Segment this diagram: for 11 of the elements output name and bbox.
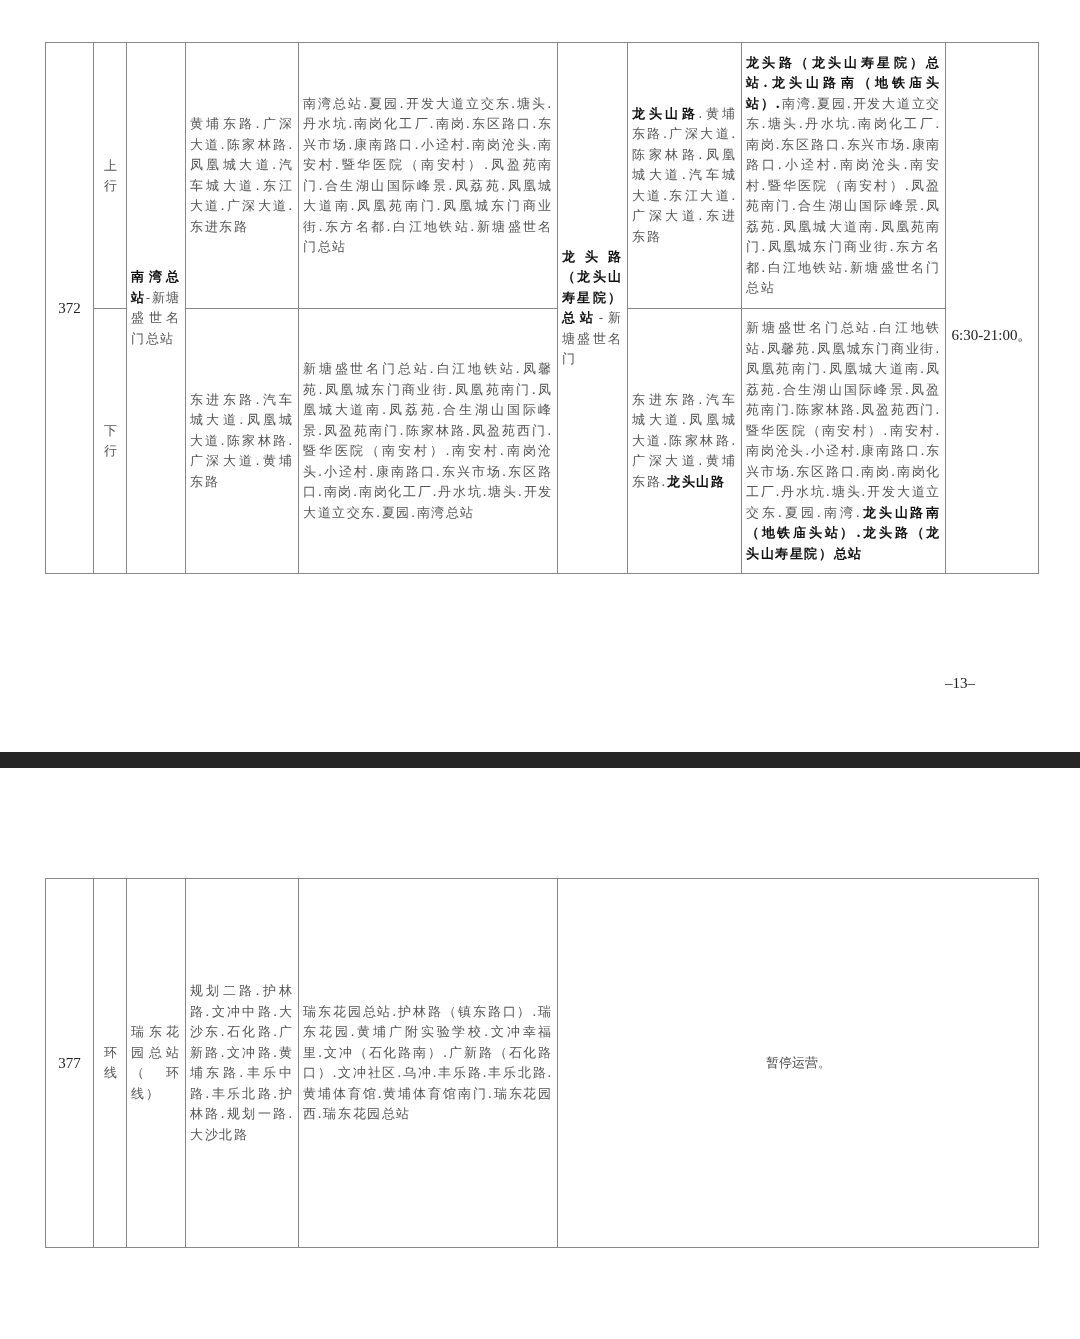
stop-list: 瑞东花园总站.护林路（镇东路口）.瑞东花园.黄埔广附实验学校.文冲幸福里.文冲（石化路南）.广新路（石化路口）.文冲社区.乌冲.丰乐路.丰乐北路.黄埔体育馆.黄埔体育馆南门.瑞东花园西.瑞东花园总站 bbox=[298, 878, 558, 1248]
route-number: 372 bbox=[45, 42, 94, 574]
service-status: 暂停运营。 bbox=[557, 878, 1039, 1248]
service-hours: 6:30-21:00。 bbox=[945, 42, 1039, 574]
road-list: 规划二路.护林路.文冲中路.大沙东.石化路.广新路.文冲路.黄埔东路.丰乐中路.丰乐北路.护林路.规划一路.大沙北路 bbox=[185, 878, 299, 1248]
terminal-stations: 南湾总站-新塘盛世名门总站 bbox=[126, 42, 186, 574]
route-number: 377 bbox=[45, 878, 94, 1248]
terminal-stations: 瑞东花园总站（环线） bbox=[126, 878, 186, 1248]
terminal-stations: 龙头路（龙头山寿星院）总站-新塘盛世名门 bbox=[557, 42, 628, 574]
direction-label: 环线 bbox=[93, 878, 127, 1248]
page-number: –13– bbox=[944, 673, 976, 693]
